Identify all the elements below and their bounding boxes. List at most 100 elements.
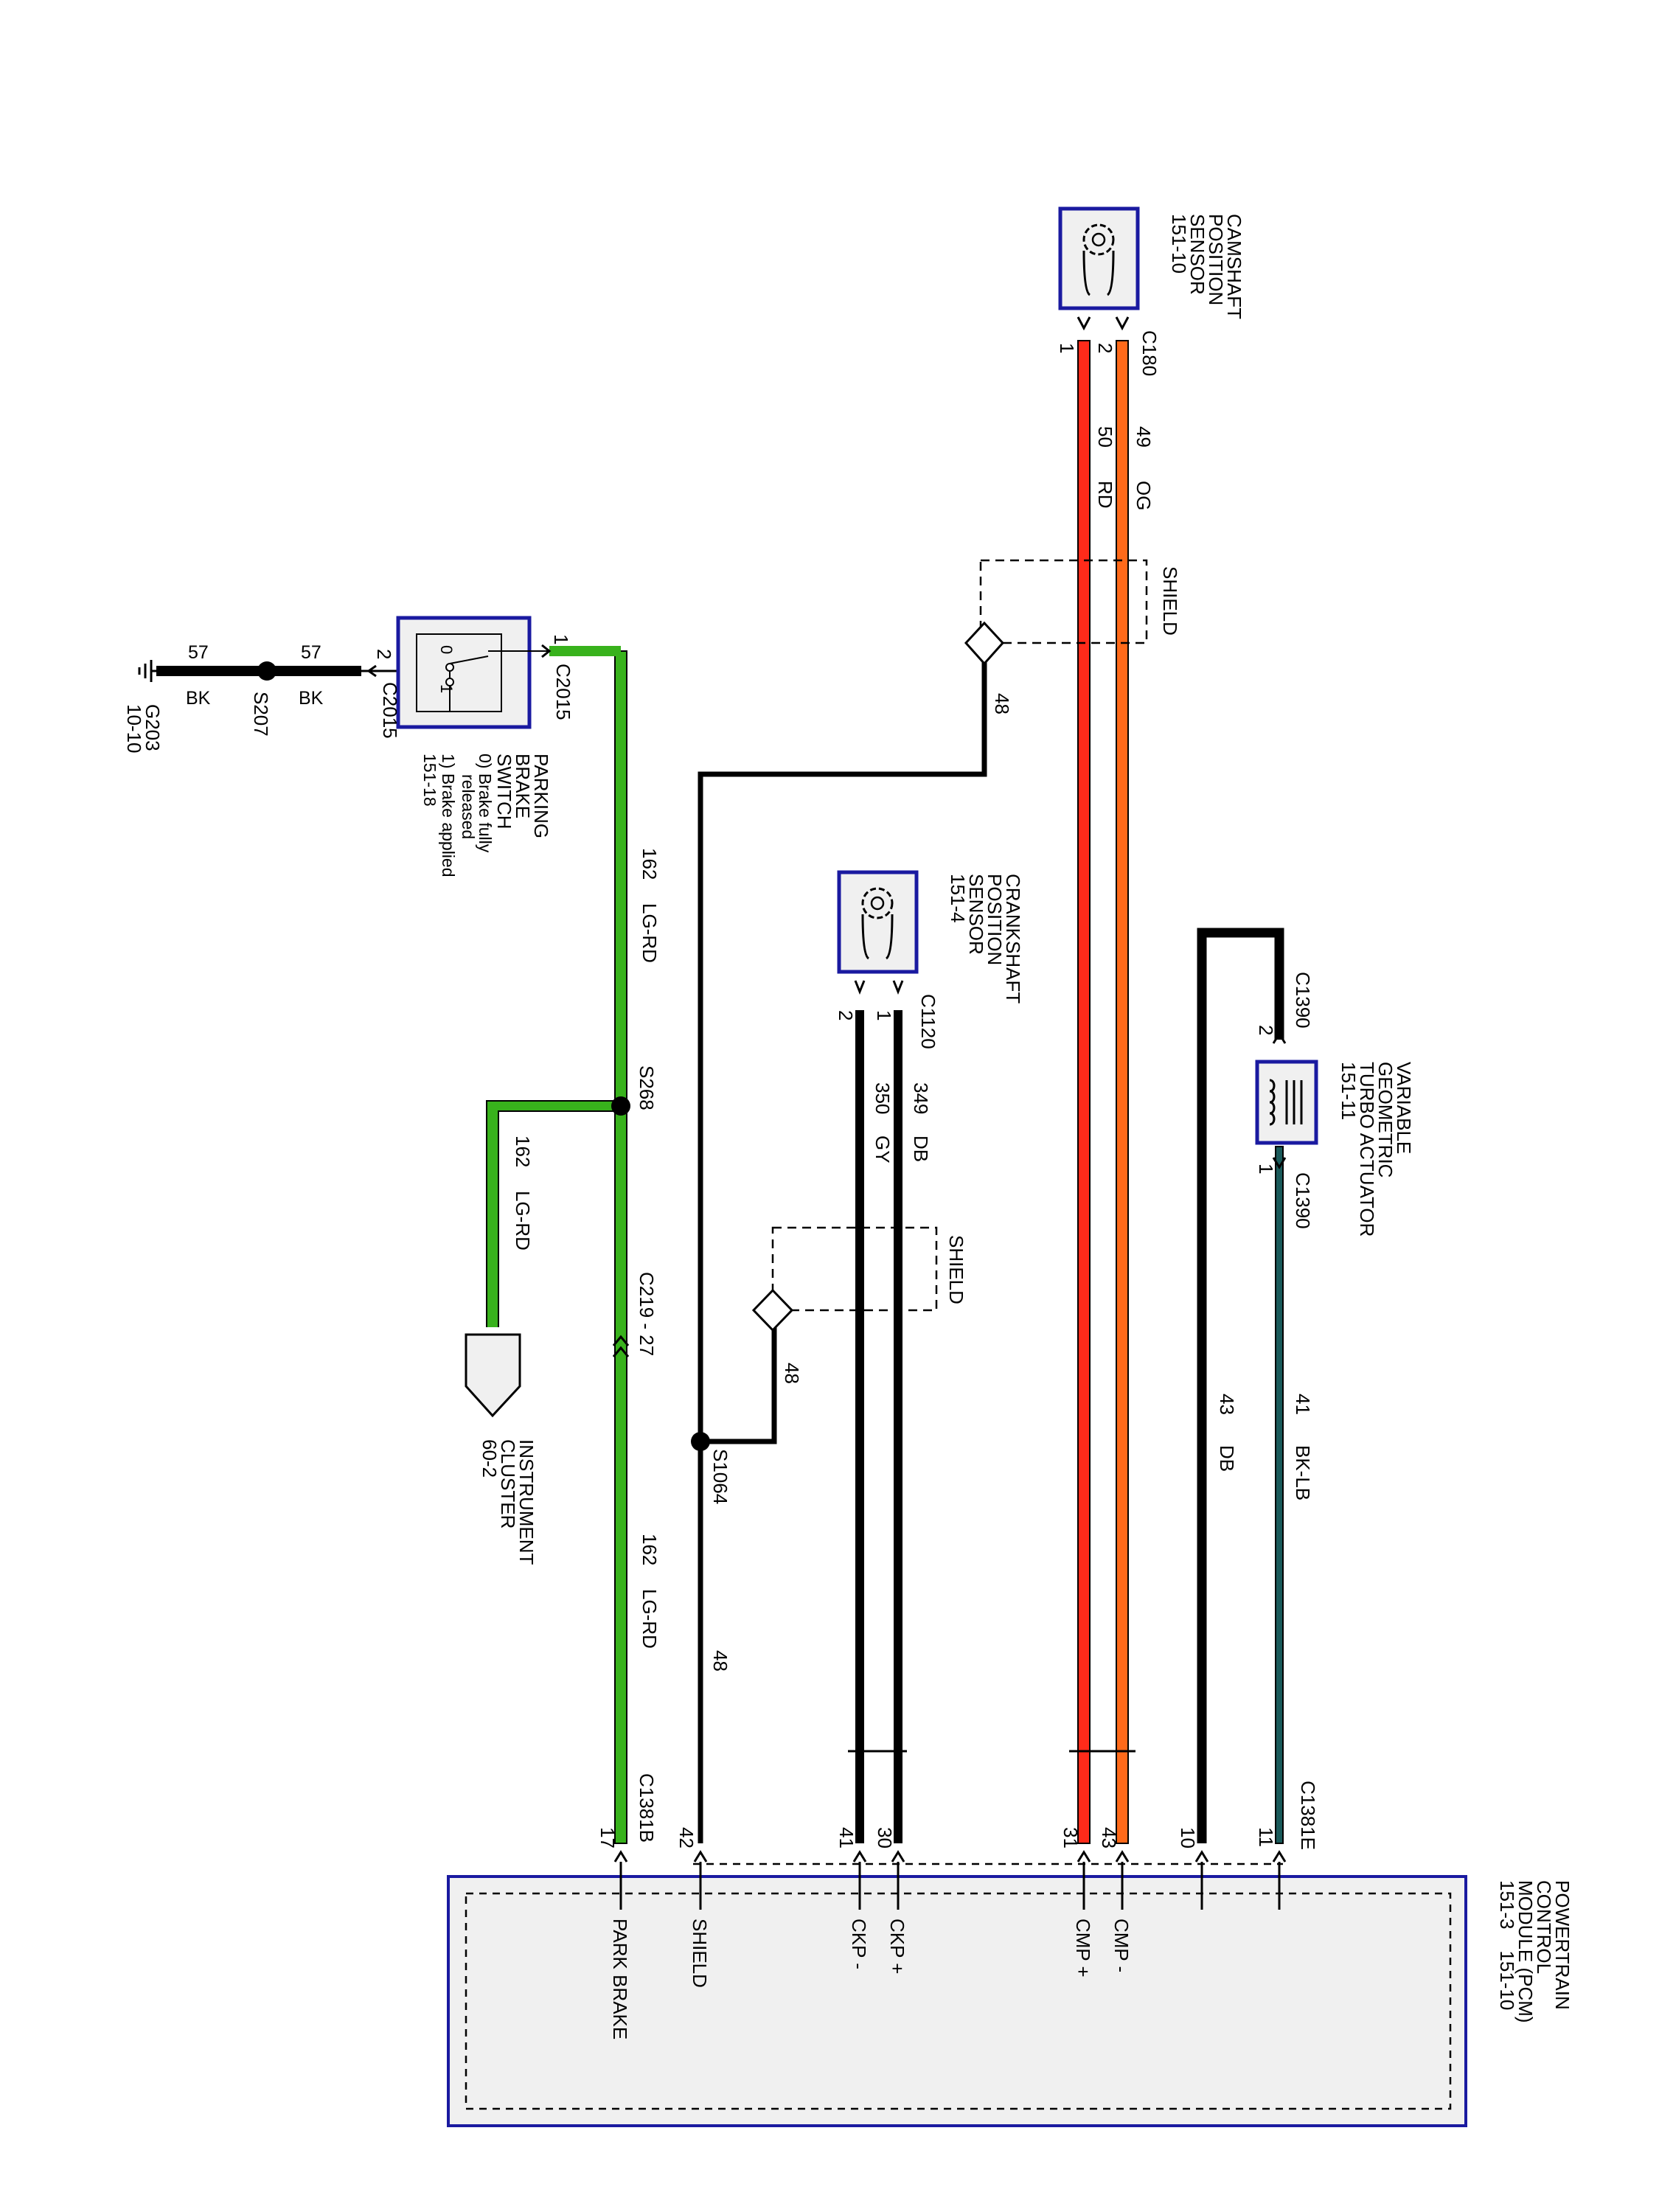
pcm-label-ckp-plus: CKP + (886, 1919, 908, 1974)
crankshaft-name-4: 151-4 (947, 874, 969, 923)
pcm-pin-31: 31 (1060, 1827, 1082, 1848)
crankshaft-shield-label: SHIELD (945, 1235, 967, 1304)
camshaft-pin-1: 1 (1056, 343, 1078, 353)
wire-162-circuit-lower: 162 (639, 1534, 661, 1565)
turbo-name-3: TURBO ACTUATOR (1356, 1062, 1378, 1237)
crankshaft-name-2: POSITION (984, 874, 1006, 965)
ground-id: G203 (142, 704, 164, 751)
switch-state-0: 0 (437, 645, 456, 654)
wire-43-color: DB (1216, 1445, 1238, 1472)
wire-162-lgrd-branch-outline (486, 1100, 621, 1327)
camshaft-name-2: POSITION (1205, 214, 1227, 305)
wire-349-color: DB (910, 1135, 932, 1162)
solenoid-icon (1269, 1079, 1303, 1126)
wire-162-color-lower: LG-RD (639, 1589, 661, 1649)
wire-41-bklb (1275, 1146, 1284, 1844)
splice-s1064 (691, 1432, 710, 1451)
wire-349-circuit: 349 (910, 1082, 932, 1114)
turbo-connector-bottom: C1390 (1292, 1172, 1314, 1229)
pcm-connector-b: C1381B (636, 1773, 658, 1843)
camshaft-name-4: 151-10 (1168, 214, 1190, 274)
gear-sensor-icon (861, 887, 894, 960)
camshaft-shield-drain (964, 621, 1005, 666)
switch-connector-1: C2015 (552, 664, 574, 720)
pcm-pin-17: 17 (597, 1827, 619, 1848)
splice-s207-label: S207 (250, 692, 272, 737)
wire-48-crank-label: 48 (781, 1363, 803, 1384)
wire-49-color: OG (1133, 481, 1155, 510)
wire-162-lgrd (614, 650, 627, 1844)
pcm-label-cmp-plus: CMP + (1072, 1919, 1094, 1978)
wire-57-color-left: BK (186, 688, 211, 709)
wire-48 (698, 649, 987, 1843)
splice-s268 (611, 1096, 630, 1116)
camshaft-shield (979, 559, 1148, 644)
switch-name-5: released (459, 774, 478, 839)
camshaft-connector: C180 (1138, 330, 1161, 376)
pcm-pin-42: 42 (675, 1827, 698, 1848)
ground-icon (138, 660, 156, 682)
crankshaft-name-1: CRANKSHAFT (1002, 874, 1024, 1004)
pcm-name-1: POWERTRAIN (1551, 1880, 1573, 2010)
pcm-module (447, 1862, 1467, 2127)
turbo-pin-top: 2 (1255, 1025, 1277, 1035)
camshaft-name-3: SENSOR (1186, 214, 1208, 295)
pcm-pin-41: 41 (835, 1827, 858, 1848)
switch-name-3: SWITCH (493, 754, 515, 830)
splice-s207 (257, 661, 276, 681)
wire-162-color-upper: LG-RD (639, 903, 661, 963)
wire-48-lower-label: 48 (709, 1650, 731, 1672)
switch-name-4: 0) Brake fully (476, 754, 495, 853)
wire-57-color-right: BK (299, 688, 324, 709)
splice-s1064-label: S1064 (709, 1449, 731, 1504)
wire-350-circuit: 350 (872, 1082, 894, 1114)
wire-57-bk-left (156, 666, 268, 676)
pcm-label-ckp-minus: CKP - (848, 1919, 870, 1969)
switch-pin-2: 2 (373, 649, 395, 659)
pcm-pin-11: 11 (1255, 1827, 1277, 1847)
crankshaft-name-3: SENSOR (965, 874, 987, 955)
wire-350-gy (855, 1010, 864, 1843)
wire-162-color-branch: LG-RD (512, 1191, 534, 1251)
wire-50-circuit: 50 (1094, 426, 1116, 448)
switch-name-2: BRAKE (512, 754, 534, 818)
crankshaft-pin-1: 1 (873, 1010, 895, 1020)
crankshaft-shield (771, 1226, 938, 1312)
switch-connector-2: C2015 (379, 682, 401, 739)
turbo-name-4: 151-11 (1338, 1062, 1360, 1120)
pcm-connector-e: C1381E (1297, 1781, 1319, 1850)
connector-arrows (366, 316, 1287, 1863)
ground-ref: 10-10 (123, 704, 145, 754)
wire-162-circuit-upper: 162 (639, 848, 661, 880)
crankshaft-connector: C1120 (917, 994, 939, 1049)
wire-49-circuit: 49 (1133, 426, 1155, 448)
pcm-pin-43: 43 (1098, 1827, 1120, 1848)
wire-48-upper-label: 48 (991, 693, 1013, 714)
pcm-label-park-brake: PARK BRAKE (609, 1919, 631, 2039)
switch-name-1: PARKING (530, 754, 552, 838)
wire-57-bk-right (273, 666, 361, 676)
parking-brake-switch (396, 616, 549, 729)
wire-350-color: GY (872, 1135, 894, 1164)
turbo-actuator (1255, 1060, 1318, 1145)
switch-pin-1: 1 (550, 634, 572, 644)
camshaft-name-1: CAMSHAFT (1223, 214, 1245, 319)
switch-name-7: 151-18 (420, 754, 439, 807)
wire-162-circuit-branch: 162 (512, 1135, 534, 1167)
inline-connector-label: C219 - 27 (636, 1272, 658, 1356)
wire-41-circuit: 41 (1292, 1394, 1314, 1415)
turbo-name-2: GEOMETRIC (1374, 1062, 1397, 1178)
crankshaft-pin-2: 2 (835, 1010, 857, 1020)
camshaft-sensor (1058, 206, 1140, 310)
camshaft-pin-2: 2 (1094, 343, 1116, 353)
wire-48-crank-drain (700, 1320, 777, 1444)
switch-state-1: 1 (437, 684, 456, 693)
connector-arrow-icon (465, 1333, 521, 1418)
pcm-name-4: 151-3 151-10 (1496, 1880, 1518, 2010)
wire-41-color: BK-LB (1292, 1445, 1314, 1500)
wire-43-circuit: 43 (1216, 1394, 1238, 1415)
switch-icon (445, 650, 549, 712)
pcm-pin-30: 30 (874, 1827, 896, 1848)
pcm-name-2: CONTROL (1533, 1880, 1555, 1974)
